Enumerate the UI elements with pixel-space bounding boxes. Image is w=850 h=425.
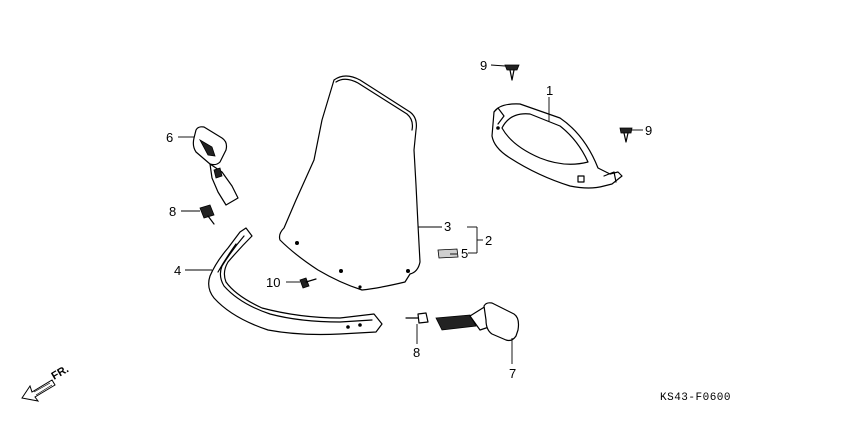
bolt-8-lower xyxy=(405,312,429,324)
windscreen xyxy=(278,75,421,291)
screw-9-right xyxy=(619,127,633,143)
callout-10: 10 xyxy=(266,275,280,290)
mirror-left xyxy=(192,126,239,206)
leader-lines xyxy=(178,64,643,364)
screw-10 xyxy=(299,277,317,289)
screen-garnish xyxy=(208,227,383,336)
callout-1: 1 xyxy=(546,83,553,98)
screw-9-top xyxy=(504,64,520,81)
front-direction-arrow xyxy=(21,379,56,402)
callout-7: 7 xyxy=(509,366,516,381)
callout-9-right: 9 xyxy=(645,123,652,138)
bolt-8-left xyxy=(199,204,215,225)
callout-6: 6 xyxy=(166,130,173,145)
callout-8-lower: 8 xyxy=(413,345,420,360)
callout-2: 2 xyxy=(485,233,492,248)
callout-4: 4 xyxy=(174,263,181,278)
meter-visor xyxy=(491,103,623,189)
mirror-right xyxy=(435,302,520,342)
caution-label xyxy=(437,248,459,259)
callout-5: 5 xyxy=(461,246,468,261)
direction-label: FR. xyxy=(50,363,71,382)
diagram-code: KS43-F0600 xyxy=(660,392,731,404)
callout-8-left: 8 xyxy=(169,204,176,219)
callout-numbers: 1 2 3 4 5 6 7 8 8 9 9 10 xyxy=(166,58,652,381)
callout-9-top: 9 xyxy=(480,58,487,73)
callout-3: 3 xyxy=(444,219,451,234)
